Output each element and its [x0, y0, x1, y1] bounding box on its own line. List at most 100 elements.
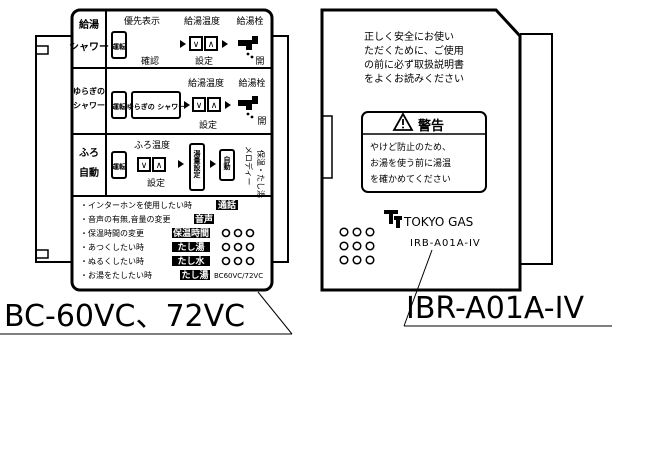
- speaker-grille-icon: [339, 227, 375, 265]
- section-2-temp-up-button[interactable]: ∧: [207, 97, 221, 112]
- notice-line-3: の前に必ず取扱説明書: [364, 58, 464, 71]
- section-3-arrow-1: [178, 160, 184, 168]
- instruction-2-key: 音声: [195, 213, 213, 225]
- section-1-power-button-label: 運転: [112, 42, 126, 51]
- warning-title: 警告: [418, 118, 444, 134]
- auto-button[interactable]: 自動: [219, 149, 235, 181]
- section-1-bottom-label-2: 設定: [195, 55, 213, 67]
- left-remote-model-marking: BC60VC/72VC: [214, 272, 263, 280]
- instruction-2-text: ・音声の有無,音量の変更: [80, 214, 171, 224]
- instruction-5-key: たし水: [177, 255, 205, 267]
- section-1-arrow-1: [180, 40, 186, 48]
- warning-line-2: お湯を使う前に湯温: [370, 157, 451, 169]
- section-3-bottom-label-1: 設定: [147, 177, 165, 189]
- instruction-2-key-bg: [194, 214, 214, 224]
- section-1-temp-up-icon: ∧: [208, 40, 215, 50]
- yuragi-shower-button-label: ゆらぎの シャワー: [127, 102, 185, 111]
- section-2-temp-down-button[interactable]: ∨: [192, 97, 206, 112]
- notice-line-2: ただくために、ご使用: [364, 44, 464, 57]
- left-remote-model-label: BC-60VC、72VC: [4, 299, 245, 334]
- section-3-power-button-label: 運転: [112, 162, 126, 171]
- indicator-lamps-row-2: [221, 242, 255, 252]
- section-2-temp-up-icon: ∧: [211, 101, 218, 111]
- tokyo-gas-logo-icon: [384, 210, 402, 228]
- section-1-top-label-2: 給湯温度: [184, 15, 220, 27]
- right-remote-model-label: IBR-A01A-IV: [406, 291, 584, 326]
- right-remote-hinge-slot: [321, 115, 333, 179]
- section-1-temp-up-button[interactable]: ∧: [204, 36, 218, 51]
- right-model-leader-line: [403, 249, 433, 327]
- instruction-1-text: ・インターホンを使用したい時: [80, 200, 192, 210]
- instruction-list: ・インターホンを使用したい時 通話 ・音声の有無,音量の変更 音声 ・保温時間の…: [80, 199, 263, 281]
- section-3-power-button[interactable]: 運転: [111, 151, 127, 179]
- instruction-3-key: 保温時間: [172, 227, 209, 239]
- right-remote-side-tab: [520, 33, 553, 265]
- instruction-1-key: 通話: [218, 199, 236, 211]
- faucet-icon-2: [238, 96, 258, 119]
- right-remote-model-marking: IRB-A01A-IV: [410, 238, 481, 249]
- section-1-arrow-2: [222, 40, 228, 48]
- left-remote-side-tab-right: [272, 35, 289, 263]
- left-remote-clip-top: [35, 45, 49, 55]
- instruction-1-key-bg: [216, 200, 238, 210]
- section-3-temp-down-icon: ∨: [141, 161, 148, 171]
- left-remote-clip-bottom: [35, 249, 49, 259]
- warning-line-3: を確かめてください: [370, 173, 451, 185]
- instruction-6-text: ・お湯をたしたい時: [80, 270, 152, 280]
- warning-triangle-icon: [392, 112, 414, 131]
- section-3-temp-down-button[interactable]: ∨: [137, 157, 151, 172]
- instruction-5-key-bg: [172, 256, 210, 266]
- right-remote: 正しく安全にお使い ただくために、ご使用 の前に必ず取扱説明書 をよくお読みくだ…: [320, 8, 612, 327]
- left-model-leader-line: [257, 291, 293, 335]
- left-remote-body: [70, 8, 274, 292]
- instruction-6-key-bg: [180, 270, 210, 280]
- right-remote-body: [320, 8, 522, 292]
- instruction-6-key: たし湯: [181, 269, 208, 281]
- section-2-arrow-1: [184, 101, 190, 109]
- instruction-4-key-bg: [172, 242, 210, 252]
- section-2-label-line-2: シャワー: [73, 101, 105, 110]
- section-3-top-label-2: 保温・たし湯: [256, 150, 266, 198]
- section-3-top-label-3: メロディー: [244, 146, 254, 185]
- brand-name: TOKYO GAS: [403, 215, 473, 229]
- section-1-top-label-1: 優先表示: [124, 15, 160, 27]
- section-1-temp-down-icon: ∨: [193, 40, 200, 50]
- instruction-4-text: ・あつくしたい時: [80, 243, 144, 252]
- instruction-3-key-bg: [172, 228, 210, 238]
- section-3-arrow-2: [210, 160, 216, 168]
- section-3-label-line-1: ふろ: [79, 147, 99, 159]
- water-volume-button[interactable]: 湯量設定: [189, 143, 205, 191]
- left-remote: 給湯 シャワー 優先表示 給湯温度 給湯栓 運転 ∨ ∧ 確認 設定 開 ゆらぎ…: [0, 8, 293, 335]
- warning-line-1: やけど防止のため、: [370, 141, 451, 153]
- section-1-label-line-1: 給湯: [79, 18, 99, 31]
- notice-line-1: 正しく安全にお使い: [364, 30, 454, 43]
- section-1-top-label-3: 給湯栓: [236, 15, 263, 27]
- instruction-4-key: たし湯: [177, 241, 204, 253]
- warning-box: [361, 111, 487, 193]
- section-2-power-button-label: 運転: [112, 102, 126, 111]
- auto-button-label: 自動: [223, 155, 231, 171]
- section-3-temp-up-button[interactable]: ∧: [152, 157, 166, 172]
- section-2-top-label-1: 給湯温度: [188, 77, 224, 89]
- section-2-bottom-label-2: 開: [257, 116, 266, 127]
- faucet-icon-1: [238, 36, 258, 59]
- section-1-label-line-2: シャワー: [69, 41, 109, 53]
- section-1-temp-down-button[interactable]: ∨: [189, 36, 203, 51]
- section-2-power-button[interactable]: 運転: [111, 91, 127, 119]
- section-2-bottom-label-1: 設定: [199, 119, 217, 131]
- indicator-lamps-row-3: [221, 256, 255, 266]
- section-3-top-label-1: ふろ温度: [134, 139, 170, 151]
- section-2-temp-down-icon: ∨: [196, 101, 203, 111]
- section-1-bottom-label-3: 開: [255, 56, 264, 67]
- section-1-bottom-label-1: 確認: [141, 55, 159, 67]
- section-2-arrow-2: [225, 101, 231, 109]
- section-2-label-line-1: ゆらぎの: [73, 86, 105, 96]
- notice-line-4: をよくお読みください: [364, 72, 464, 85]
- yuragi-shower-button[interactable]: ゆらぎの シャワー: [127, 91, 185, 119]
- section-1-power-button[interactable]: 運転: [111, 31, 127, 59]
- instruction-3-text: ・保温時間の変更: [80, 228, 144, 238]
- water-volume-button-label: 湯量設定: [193, 149, 202, 179]
- indicator-lamps-row-1: [221, 228, 255, 238]
- instruction-5-text: ・ぬるくしたい時: [80, 257, 144, 266]
